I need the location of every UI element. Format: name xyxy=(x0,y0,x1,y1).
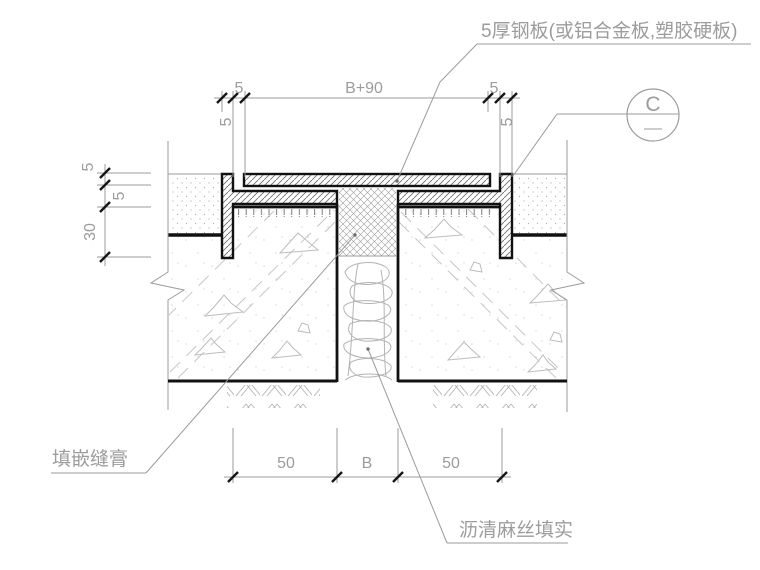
dim-side-plate: 5 xyxy=(80,162,97,171)
steel-cover-plate xyxy=(242,172,492,188)
finish-layer-right xyxy=(513,176,566,234)
joint-faces xyxy=(168,204,567,383)
soil-hatch-left xyxy=(227,385,320,408)
dim-top-edge-left: 5 xyxy=(218,117,235,126)
asphalt-leader-line xyxy=(367,348,448,544)
detail-marker-leader xyxy=(512,113,558,177)
left-break-line xyxy=(149,141,186,410)
rebate-seats xyxy=(233,205,500,217)
asphalt-leader-dot xyxy=(366,347,370,351)
dim-side-seat: 5 xyxy=(111,191,128,200)
right-concrete-slab xyxy=(399,209,567,380)
caulk-callout: 填嵌缝膏 xyxy=(51,233,357,474)
asphalt-callout: 沥清麻丝填实 xyxy=(366,347,573,544)
dim-bottom-joint: B xyxy=(362,455,373,472)
bottom-dimension: 50 B 50 xyxy=(224,428,511,483)
plate-callout-label: 5厚钢板(或铝合金板,塑胶硬板) xyxy=(481,20,738,42)
finish-layer-left xyxy=(169,176,221,234)
caulk-crosshatch xyxy=(339,188,396,257)
dim-top-inset-right: 5 xyxy=(490,80,499,97)
right-frame-angle xyxy=(396,172,514,260)
soil-hatch-right xyxy=(433,385,537,408)
detail-marker: C xyxy=(512,88,680,177)
top-dimension: 5 B+90 5 5 5 xyxy=(214,80,520,177)
dim-side-depth: 30 xyxy=(82,223,99,241)
dim-bottom-left: 50 xyxy=(277,455,295,472)
caulk-leader-line xyxy=(145,234,356,474)
dim-top-edge-right: 5 xyxy=(499,117,516,126)
plate-callout: 5厚钢板(或铝合金板,塑胶硬板) xyxy=(395,20,751,183)
left-dimension: 5 5 30 xyxy=(80,162,151,266)
surface-lines xyxy=(168,173,567,237)
detail-marker-letter: C xyxy=(645,93,660,116)
caulk-leader-dot xyxy=(353,233,357,237)
dim-bottom-right: 50 xyxy=(442,455,460,472)
dim-top-span: B+90 xyxy=(345,80,383,97)
dim-top-inset-left: 5 xyxy=(235,80,244,97)
asphalt-callout-label: 沥清麻丝填实 xyxy=(459,519,573,541)
detail-marker-circle xyxy=(626,88,680,142)
plate-leader-dot xyxy=(395,179,399,183)
right-break-line xyxy=(549,140,586,412)
asphalt-hemp-fill xyxy=(343,262,393,381)
left-frame-angle xyxy=(220,172,339,260)
left-concrete-slab xyxy=(169,209,336,380)
plate-leader-line xyxy=(396,43,478,182)
caulk-callout-label: 填嵌缝膏 xyxy=(52,447,128,470)
